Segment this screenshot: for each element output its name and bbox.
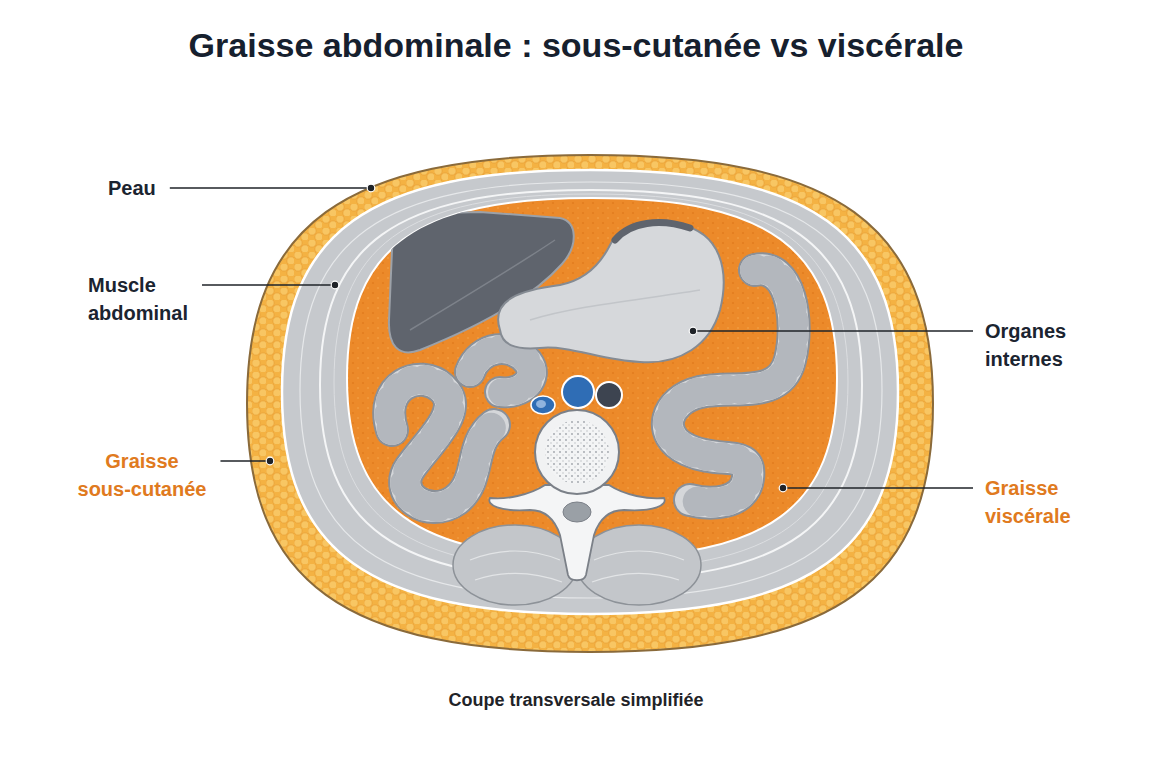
leader-line xyxy=(202,284,335,286)
part-label: Peau xyxy=(108,174,156,202)
vertebral-arch xyxy=(489,485,664,580)
label-line: sous-cutanée xyxy=(78,478,207,500)
label-line: Graisse xyxy=(985,477,1058,499)
leader-lines xyxy=(170,184,973,492)
organs xyxy=(389,212,794,507)
renal-vessel-inner xyxy=(536,400,546,408)
stomach-fold xyxy=(530,290,700,320)
part-label: Organes internes xyxy=(985,317,1066,373)
leader-line xyxy=(220,460,270,462)
renal-vessel xyxy=(531,396,555,414)
label-line: viscérale xyxy=(985,505,1071,527)
vena-cava xyxy=(596,382,622,408)
part-label: Graisse viscérale xyxy=(985,474,1071,530)
leader-dot xyxy=(266,457,274,465)
stomach-top xyxy=(615,223,690,240)
muscle-fibre-line xyxy=(320,190,862,580)
label-line: Peau xyxy=(108,177,156,199)
abdominal-muscle xyxy=(282,170,898,614)
label-line: Muscle xyxy=(88,274,156,296)
part-label: Graisse sous-cutanée xyxy=(78,447,207,503)
label-line: abdominal xyxy=(88,302,188,324)
part-label: Muscle abdominal xyxy=(88,271,188,327)
label-line: internes xyxy=(985,348,1063,370)
leader-line xyxy=(170,187,371,189)
aorta xyxy=(562,376,594,408)
subcutaneous-fat xyxy=(247,155,933,652)
leader-dot xyxy=(367,184,375,192)
muscle-fibre-line xyxy=(334,194,848,570)
vertebral-body xyxy=(535,410,619,494)
muscle-fibre-line xyxy=(300,182,882,598)
diagram-caption: Coupe transversale simplifiée xyxy=(0,690,1152,711)
leader-dot xyxy=(689,327,697,335)
leader-dot xyxy=(779,484,787,492)
leader-line xyxy=(693,330,973,332)
label-line: Graisse xyxy=(105,450,178,472)
stomach xyxy=(498,222,724,362)
spinal-canal xyxy=(563,502,591,522)
diagram-title: Graisse abdominale : sous-cutanée vs vis… xyxy=(0,26,1152,65)
leader-line xyxy=(783,487,973,489)
back-muscle xyxy=(577,525,701,605)
label-line: Organes xyxy=(985,320,1066,342)
leader-dot xyxy=(331,281,339,289)
back-muscle xyxy=(453,525,577,605)
small-intestine xyxy=(389,349,532,507)
vertebral-body-core xyxy=(545,420,609,484)
